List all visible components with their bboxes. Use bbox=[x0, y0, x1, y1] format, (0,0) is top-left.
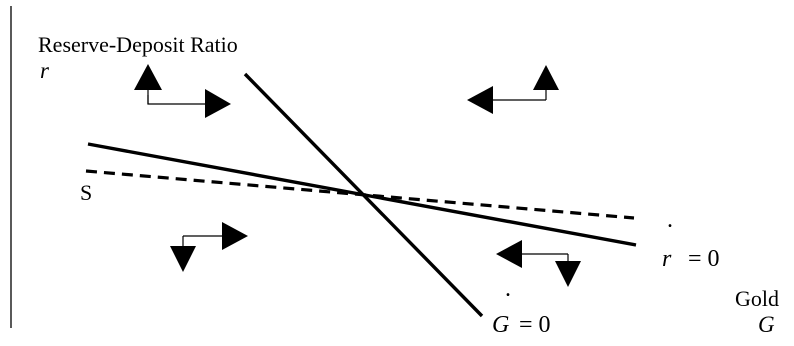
r-dot-mark: . bbox=[667, 207, 673, 233]
x-axis-symbol: G bbox=[758, 312, 775, 337]
r-dot-zero-equation: = 0 bbox=[688, 246, 720, 272]
up-arrowhead-icon bbox=[134, 64, 162, 90]
direction-arrows-bottom-left bbox=[170, 222, 248, 272]
left-arrowhead-icon bbox=[496, 240, 522, 268]
saddle-path-label: S bbox=[80, 180, 92, 205]
down-arrowhead-icon bbox=[170, 246, 196, 272]
down-arrowhead-icon bbox=[555, 261, 581, 287]
up-arrowhead-icon bbox=[533, 65, 559, 90]
g-dot-zero-symbol: G bbox=[492, 312, 509, 338]
g-dot-zero-line bbox=[243, 72, 484, 318]
direction-arrows-top-right bbox=[467, 65, 559, 114]
x-axis-title: Gold bbox=[735, 286, 779, 311]
right-arrowhead-icon bbox=[205, 89, 231, 118]
y-axis-title: Reserve-Deposit Ratio bbox=[38, 32, 238, 57]
right-arrowhead-icon bbox=[222, 222, 248, 250]
left-arrowhead-icon bbox=[467, 86, 493, 114]
right-arrow-icon bbox=[147, 95, 205, 105]
direction-arrows-bottom-right bbox=[496, 240, 581, 287]
g-dot-mark: . bbox=[505, 276, 511, 302]
y-axis-symbol: r bbox=[40, 58, 50, 83]
r-dot-zero-symbol: r bbox=[662, 246, 672, 272]
g-dot-zero-equation: = 0 bbox=[519, 312, 551, 338]
direction-arrows-top-left bbox=[134, 64, 231, 118]
